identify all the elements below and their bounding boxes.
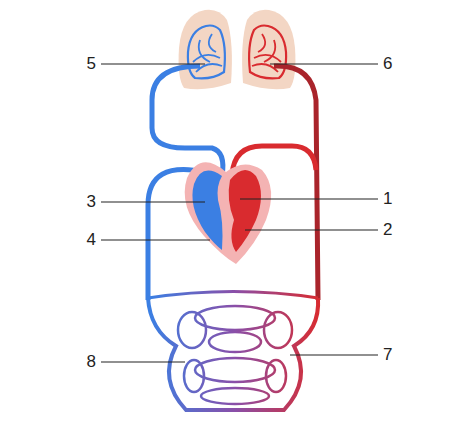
right-lung (242, 10, 295, 90)
capillary (148, 292, 318, 299)
capillary (178, 312, 206, 348)
callout-number: 5 (87, 54, 96, 74)
capillary-bed (148, 292, 318, 411)
lung-tissue (242, 10, 295, 90)
callout-number: 7 (383, 345, 392, 365)
leader-line (101, 361, 185, 362)
systemic-artery (274, 66, 318, 300)
callout-number: 6 (383, 54, 392, 74)
capillary (184, 360, 204, 392)
leader-line (290, 354, 378, 355)
leader-line (240, 198, 378, 199)
right-heart (192, 171, 222, 250)
leader-line (101, 201, 205, 202)
lung-vessels (249, 26, 286, 79)
pulmonary-artery (152, 66, 223, 176)
callout-number: 8 (87, 352, 96, 372)
capillary (195, 358, 275, 382)
callout-number: 4 (87, 230, 96, 250)
capillary (209, 332, 261, 352)
lung-tissue (179, 10, 232, 90)
callout-number: 3 (87, 192, 96, 212)
left-heart (229, 170, 261, 252)
capillary (201, 388, 269, 404)
leader-lines (101, 64, 378, 362)
leader-line (270, 63, 378, 64)
leader-line (101, 239, 210, 240)
callout-number: 2 (383, 220, 392, 240)
heart-outline (185, 162, 271, 264)
capillary (264, 312, 292, 348)
left-lung (179, 10, 232, 90)
capillary-outline (148, 298, 318, 410)
callout-number: 1 (383, 189, 392, 209)
capillary (266, 360, 286, 392)
leader-line (101, 63, 205, 64)
leader-line (245, 229, 378, 230)
lung-vessels (188, 26, 225, 79)
